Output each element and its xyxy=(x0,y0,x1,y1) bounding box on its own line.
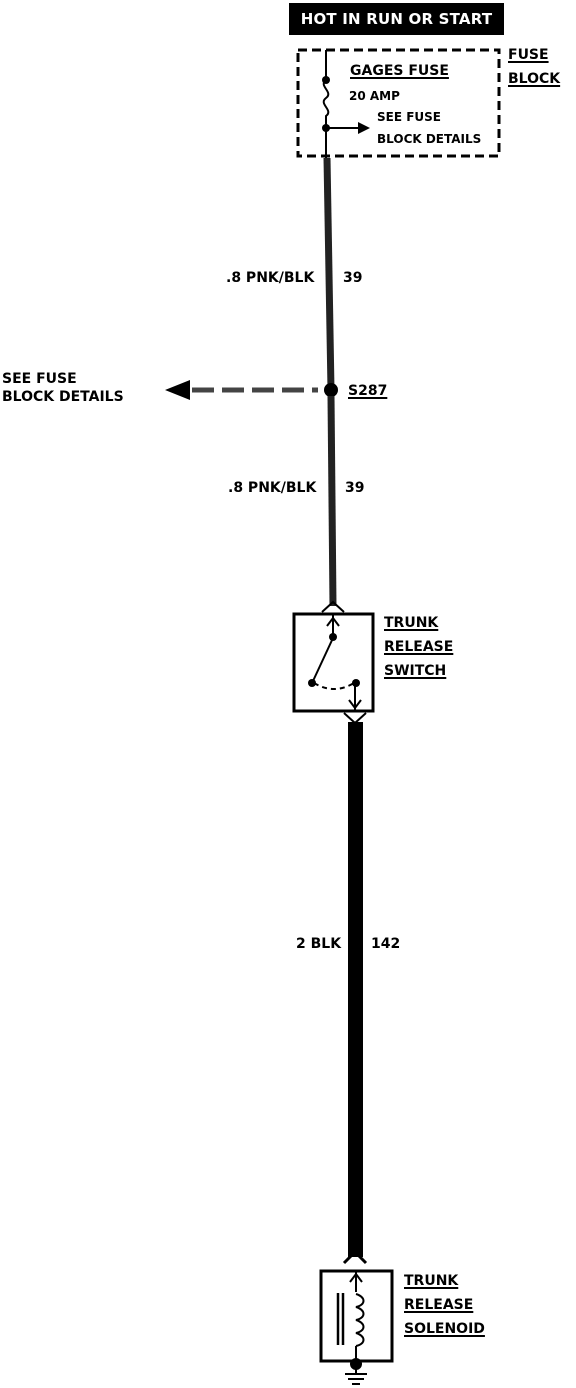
wire-142 xyxy=(348,722,363,1257)
wire-39-lower xyxy=(327,395,337,607)
solenoid-label-line3: SOLENOID xyxy=(404,1321,485,1337)
solenoid-label-line1: TRUNK xyxy=(404,1273,459,1289)
wire-39-upper-gauge-color: .8 PNK/BLK xyxy=(226,270,315,286)
wire-39-lower-gauge-color: .8 PNK/BLK xyxy=(228,480,317,496)
switch-contact-pivot xyxy=(308,679,316,687)
switch-contacts xyxy=(312,614,362,710)
solenoid-label-line2: RELEASE xyxy=(404,1297,474,1313)
solenoid-coil xyxy=(336,1271,365,1361)
wire-39-lower-circuit: 39 xyxy=(345,480,365,496)
switch-connector-top xyxy=(321,600,345,613)
splice-see-details-line2: BLOCK DETAILS xyxy=(2,389,124,405)
fuse-see-details-line1: SEE FUSE xyxy=(377,110,441,124)
splice-id: S287 xyxy=(348,383,388,399)
fuse-block-label-line1: FUSE xyxy=(508,47,549,63)
fuse-block-label-line2: BLOCK xyxy=(508,71,561,87)
switch-contact-top xyxy=(329,633,337,641)
switch-label-line1: TRUNK xyxy=(384,615,439,631)
switch-label-line3: SWITCH xyxy=(384,663,447,679)
wire-39-upper-circuit: 39 xyxy=(343,270,363,286)
fuse-detail-arrow xyxy=(326,122,370,134)
switch-connector-bottom xyxy=(343,712,367,725)
splice-see-details-line1: SEE FUSE xyxy=(2,371,77,387)
fuse-element xyxy=(322,50,330,158)
fuse-block-outline xyxy=(296,48,501,158)
splice-branch-arrow xyxy=(165,380,190,400)
wire-39-upper xyxy=(323,157,335,391)
ground-icon xyxy=(345,1358,367,1385)
solenoid-connector-top xyxy=(342,1249,368,1265)
fuse-terminal-top xyxy=(322,76,330,84)
splice-dot xyxy=(324,383,338,397)
fuse-see-details-line2: BLOCK DETAILS xyxy=(377,132,482,146)
switch-contact-right xyxy=(352,679,360,687)
wire-142-circuit: 142 xyxy=(371,936,401,952)
wire-142-gauge-color: 2 BLK xyxy=(296,936,342,952)
power-source-banner: HOT IN RUN OR START xyxy=(289,3,504,35)
switch-label-line2: RELEASE xyxy=(384,639,454,655)
fuse-name: GAGES FUSE xyxy=(350,63,449,79)
fuse-rating: 20 AMP xyxy=(349,89,400,103)
